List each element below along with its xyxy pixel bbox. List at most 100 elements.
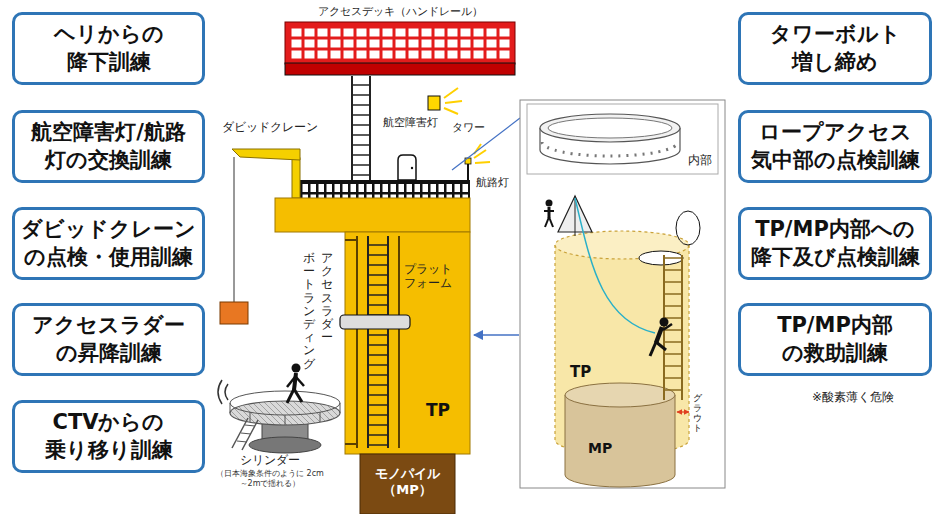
inset-panel (527, 104, 718, 174)
crane-label: ダビッドクレーン (222, 120, 318, 134)
access-deck (285, 22, 515, 64)
swing-cylinder (249, 437, 321, 453)
platform-railing (292, 180, 470, 198)
access-deck (285, 63, 515, 75)
access-deck (290, 27, 510, 60)
swing-cylinder (230, 403, 231, 413)
ladder-label: アクセスラダー (321, 252, 333, 344)
training-box: CTVからの 乗り移り訓練 (12, 400, 205, 473)
boat-landing (340, 236, 410, 448)
inset-mp (565, 383, 675, 407)
inset-panel (520, 100, 725, 488)
tp-label: TP (426, 400, 450, 420)
tower-door (398, 155, 416, 180)
tower-ladder (352, 76, 370, 180)
climber (650, 318, 672, 357)
training-label: ヘリからの 降下訓練 (21, 21, 196, 76)
platform-railing (292, 180, 470, 198)
swing-cylinder (230, 391, 340, 415)
training-label: CTVからの 乗り移り訓練 (21, 409, 196, 464)
worker-icon (544, 200, 554, 228)
boat-landing (367, 236, 369, 448)
monopile (360, 454, 455, 514)
access-deck (285, 22, 515, 75)
tower-ladder (352, 76, 370, 180)
aviation-light (428, 96, 440, 110)
training-label: ダビッドクレーン の点検・使用訓練 (21, 216, 196, 271)
training-box: ダビッドクレーン の点検・使用訓練 (12, 207, 205, 280)
climber (663, 324, 672, 330)
manhole (676, 211, 700, 245)
aviation-light (445, 101, 462, 103)
mp-label: モノパイル （MP） (362, 466, 453, 497)
climber (656, 327, 662, 343)
tower-door (398, 155, 416, 180)
climber (660, 318, 669, 327)
navigation-light (475, 162, 490, 163)
training-label: TP/MP内部 の救助訓練 (747, 312, 923, 367)
climber (650, 342, 656, 356)
inset-panel (542, 142, 678, 156)
tower-label: タワー (452, 121, 485, 134)
walking-person (287, 389, 294, 403)
worker-icon (549, 217, 553, 227)
training-box: 航空障害灯/航路 灯の交換訓練 (12, 110, 205, 183)
worker-icon (545, 217, 549, 227)
davit-crane (232, 149, 300, 160)
grout-label: グラウト (693, 394, 702, 434)
walking-person (296, 377, 304, 386)
swing-cylinder (285, 415, 286, 425)
training-box: アクセスラダー の昇降訓練 (12, 303, 205, 376)
grout-gap-arrow (677, 411, 689, 412)
training-box: ロープアクセス 気中部の点検訓練 (738, 110, 932, 183)
boat-landing (340, 315, 410, 329)
platform-railing (292, 192, 470, 195)
platform-label: プラット フォーム (404, 262, 458, 291)
swing-cylinder (225, 384, 228, 400)
boat-landing (356, 236, 358, 448)
swing-cylinder (237, 441, 247, 442)
tp-label: TP (570, 363, 591, 381)
rope (575, 198, 655, 333)
mp-label: MP (588, 440, 612, 457)
deck-label: アクセスデッキ（ハンドレール） (318, 5, 483, 18)
training-box: タワーボルト 増し締め (738, 12, 932, 85)
inset-ladder (681, 255, 683, 400)
training-box: TP/MP内部 の救助訓練 (738, 303, 932, 376)
worker-icon (548, 207, 551, 218)
inset-ladder (664, 255, 682, 400)
inset-label: 内部 (688, 153, 712, 167)
training-box: TP/MP内部への 降下及び点検訓練 (738, 207, 932, 280)
inset-ladder (664, 255, 682, 400)
boat-landing (368, 236, 388, 448)
tripod (558, 196, 592, 236)
swing-cylinder (218, 380, 222, 404)
training-label: TP/MP内部への 降下及び点検訓練 (747, 216, 923, 271)
swing-cylinder (241, 433, 251, 434)
walking-person (294, 373, 296, 390)
training-label: 航空障害灯/航路 灯の交換訓練 (21, 119, 196, 174)
training-label: ロープアクセス 気中部の点検訓練 (747, 119, 923, 174)
inset-panel (548, 118, 672, 138)
light-label: 航路灯 (476, 176, 509, 189)
boat-landing-label: ボートランディング (303, 252, 315, 371)
davit-crane (220, 149, 300, 324)
warning-note: ※酸素薄く危険 (812, 390, 894, 404)
aviation-light (444, 108, 458, 114)
leader-line (452, 118, 520, 170)
boat-landing (398, 236, 400, 448)
davit-crane (220, 302, 248, 324)
aviation-light (444, 88, 458, 98)
inset-mp (565, 395, 675, 487)
walking-person (292, 364, 301, 373)
swing-cylinder (320, 412, 321, 422)
platform-railing (292, 180, 470, 184)
cylinder-note: （日本海象条件のように 2cm～2mで揺れる） (214, 469, 326, 488)
transition-piece (345, 232, 470, 454)
tower-ladder (351, 76, 353, 180)
tower-door (411, 167, 413, 169)
walking-person (294, 389, 302, 402)
tower-ladder (369, 76, 371, 180)
worker-icon (544, 210, 554, 212)
davit-crane (292, 158, 300, 198)
